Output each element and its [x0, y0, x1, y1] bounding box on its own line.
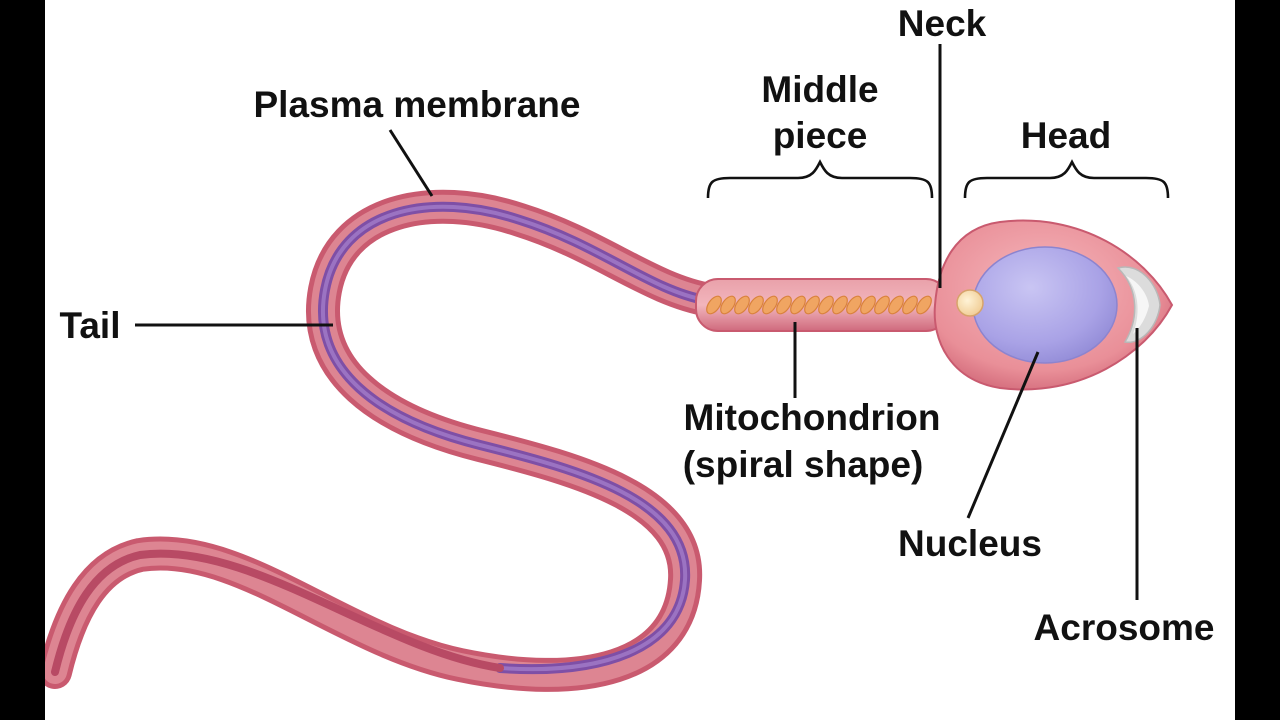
- mitochondrion-coil-segment: [748, 295, 764, 315]
- mitochondrion-coil-segment: [734, 295, 750, 315]
- centriole: [956, 289, 984, 317]
- tail-end-piece: [51, 549, 504, 676]
- neck-label: Neck: [898, 3, 987, 44]
- plasma-membrane-label: Plasma membrane: [253, 84, 580, 125]
- mitochondrion-coil-segment: [762, 295, 778, 315]
- mitochondrion-coil-segment: [888, 295, 904, 315]
- mitochondrion-coil-segment: [874, 295, 890, 315]
- middle-piece-label-line1: Middle: [761, 69, 878, 110]
- mitochondrion-coil-segment: [776, 295, 792, 315]
- middle-piece-bracket: [706, 159, 934, 199]
- middle-piece: [695, 278, 949, 332]
- nucleus-shape: [972, 246, 1118, 364]
- middle-piece-label-line2: piece: [773, 115, 868, 156]
- nucleus-leader: [966, 351, 1040, 519]
- mitochondrion-coil-segment: [818, 295, 834, 315]
- nucleus-label: Nucleus: [898, 523, 1042, 564]
- mitochondrion-spiral: [706, 295, 932, 315]
- mitochondrion-coil-segment: [832, 295, 848, 315]
- head: [933, 219, 1174, 391]
- head-label: Head: [1021, 115, 1111, 156]
- acrosome-label: Acrosome: [1034, 607, 1215, 648]
- mitochondrion-coil-segment: [804, 295, 820, 315]
- mitochondrion-coil-segment: [902, 295, 918, 315]
- mitochondrion-label-line2: (spiral shape): [683, 444, 924, 485]
- plasma-membrane-leader: [388, 129, 434, 197]
- mitochondrion-coil-segment: [706, 295, 722, 315]
- sperm-cell-diagram: Neck Middle piece Head Plasma membrane T…: [45, 0, 1235, 720]
- mitochondrion-coil-segment: [720, 295, 736, 315]
- mitochondrion-label-line1: Mitochondrion: [684, 397, 941, 438]
- head-bracket: [963, 159, 1170, 199]
- tail-core-sheen: [321, 204, 707, 672]
- mitochondrion-coil-segment: [790, 295, 806, 315]
- mitochondrion-coil-segment: [916, 295, 932, 315]
- mitochondrion-coil-segment: [860, 295, 876, 315]
- tail-label: Tail: [60, 305, 121, 346]
- mitochondrion-coil-segment: [846, 295, 862, 315]
- tail: [45, 189, 727, 692]
- acrosome-highlight: [1126, 276, 1149, 334]
